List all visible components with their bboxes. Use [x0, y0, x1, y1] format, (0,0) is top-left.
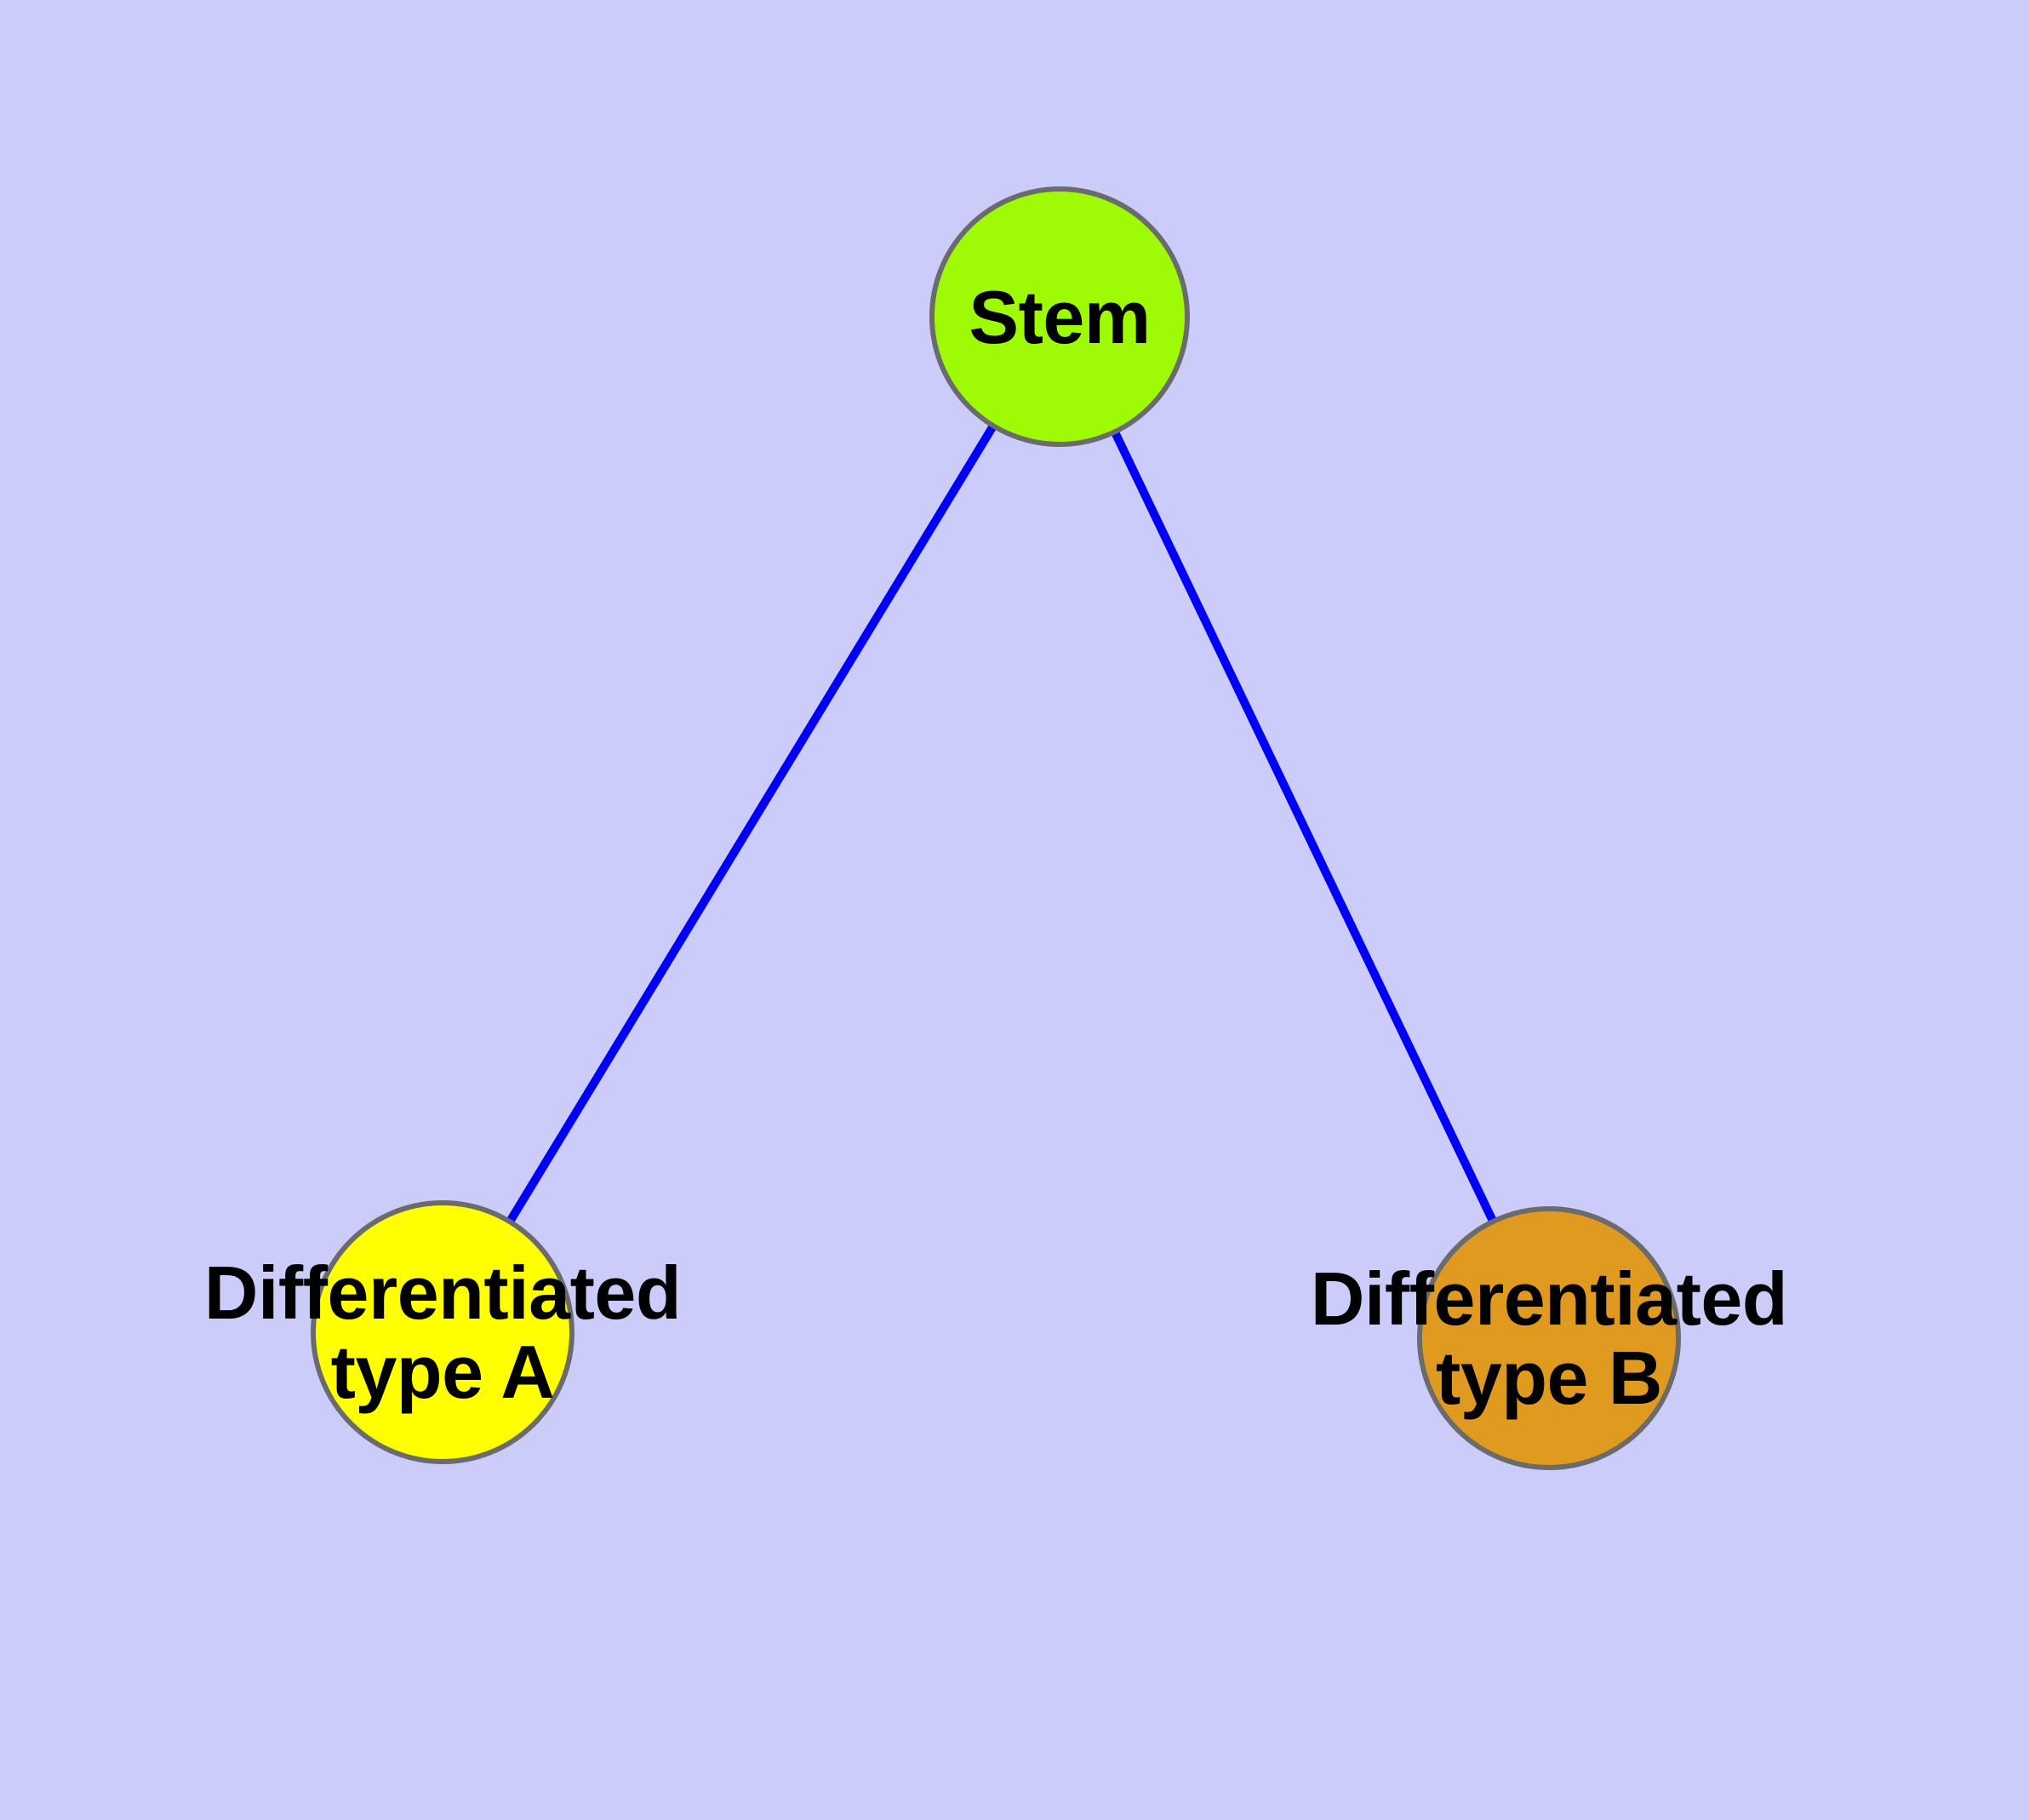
edge-layer: [438, 314, 1553, 1341]
node-circle-diff-a[interactable]: [311, 1200, 574, 1464]
edge-stem-diff-b[interactable]: [1055, 314, 1553, 1341]
node-layer: [311, 186, 1681, 1470]
node-circle-stem[interactable]: [929, 186, 1190, 447]
node-circle-diff-b[interactable]: [1417, 1206, 1681, 1470]
edge-stem-diff-a[interactable]: [438, 314, 1064, 1335]
